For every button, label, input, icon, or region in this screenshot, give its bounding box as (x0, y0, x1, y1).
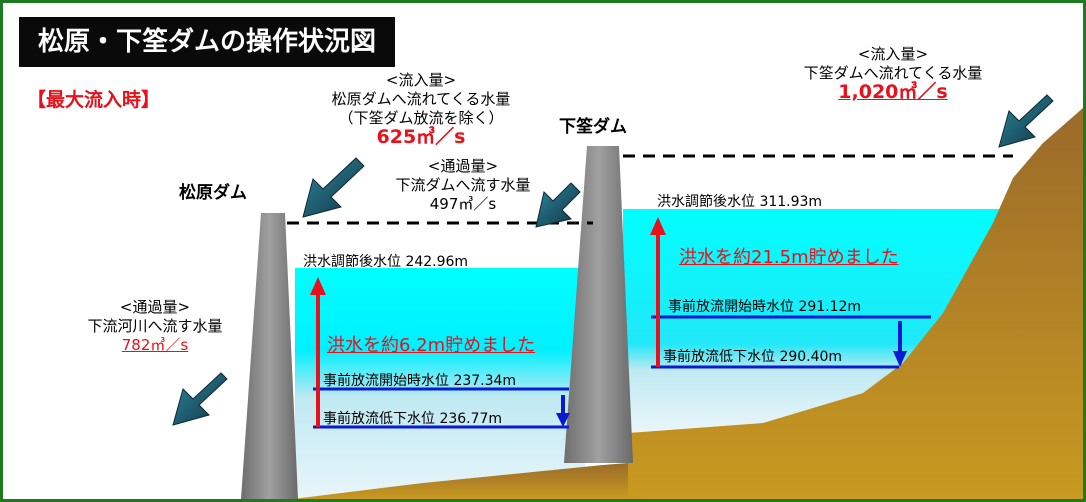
matsubara-inflow-desc2: （下筌ダム放流を除く） (338, 109, 504, 127)
matsubara-inflow-value: 625㎥／s (376, 126, 466, 148)
matsubara-pass-arrow (535, 182, 581, 228)
matsubara-dam (241, 213, 298, 499)
shimouke-inflow-value: 1,020㎥／s (838, 81, 948, 103)
shimouke-dam-name: 下筌ダム (559, 117, 627, 137)
matsubara-pass-block: <通過量> 下流ダムへ流す水量 497㎥／s (363, 157, 563, 214)
scene-drawing (172, 94, 1083, 499)
matsubara-level-low: 事前放流低下水位 236.77m (323, 411, 503, 427)
shimouke-inflow-arrow (998, 94, 1054, 148)
shimouke-reservoir (623, 209, 1003, 433)
matsubara-outflow-block: <通過量> 下流河川へ流す水量 782㎥／s (55, 298, 255, 355)
hillside (628, 108, 1083, 499)
shimouke-inflow-block: <流入量> 下筌ダムへ流れてくる水量 1,020㎥／s (773, 45, 1013, 102)
matsubara-dam-name: 松原ダム (179, 183, 247, 203)
shimouke-outflow-value: 497㎥／s (429, 195, 497, 213)
riverbed (293, 463, 628, 499)
matsubara-rise-arrow (310, 277, 326, 295)
shimouke-down-arrow (893, 351, 907, 367)
matsubara-outflow-value: 782㎥／s (121, 336, 189, 354)
matsubara-down-arrow (556, 413, 570, 427)
diagram-title: 松原・下筌ダムの操作状況図 (19, 17, 395, 67)
shimouke-outflow-desc: 下流ダムへ流す水量 (395, 176, 531, 194)
matsubara-stored-text: 洪水を約6.2m貯めました (327, 335, 536, 356)
shimouke-rise-arrow (650, 217, 666, 235)
shimouke-inflow-heading: <流入量> (857, 45, 929, 63)
matsubara-outflow-heading: <通過量> (119, 298, 191, 316)
shimouke-level-start: 事前放流開始時水位 291.12m (668, 299, 862, 315)
matsubara-inflow-desc1: 松原ダムへ流れてくる水量 (331, 90, 511, 108)
shimouke-outflow-heading: <通過量> (427, 157, 499, 175)
matsubara-inflow-heading: <流入量> (385, 71, 457, 89)
matsubara-reservoir (295, 268, 585, 499)
matsubara-level-after-flood: 洪水調節後水位 242.96m (303, 254, 469, 270)
matsubara-inflow-arrow (302, 157, 365, 218)
shimouke-dam (564, 146, 633, 463)
matsubara-outflow-arrow (172, 372, 228, 426)
matsubara-outflow-desc: 下流河川へ流す水量 (87, 317, 223, 335)
shimouke-level-low: 事前放流低下水位 290.40m (663, 349, 843, 365)
shimouke-inflow-desc: 下筌ダムへ流れてくる水量 (803, 64, 983, 82)
mode-label: 【最大流入時】 (27, 89, 161, 111)
matsubara-inflow-block: <流入量> 松原ダムへ流れてくる水量 （下筌ダム放流を除く） 625㎥／s (291, 71, 551, 147)
shimouke-stored-text: 洪水を約21.5m貯めました (679, 247, 899, 268)
shimouke-level-after-flood: 洪水調節後水位 311.93m (657, 194, 823, 210)
matsubara-level-start: 事前放流開始時水位 237.34m (323, 373, 517, 389)
